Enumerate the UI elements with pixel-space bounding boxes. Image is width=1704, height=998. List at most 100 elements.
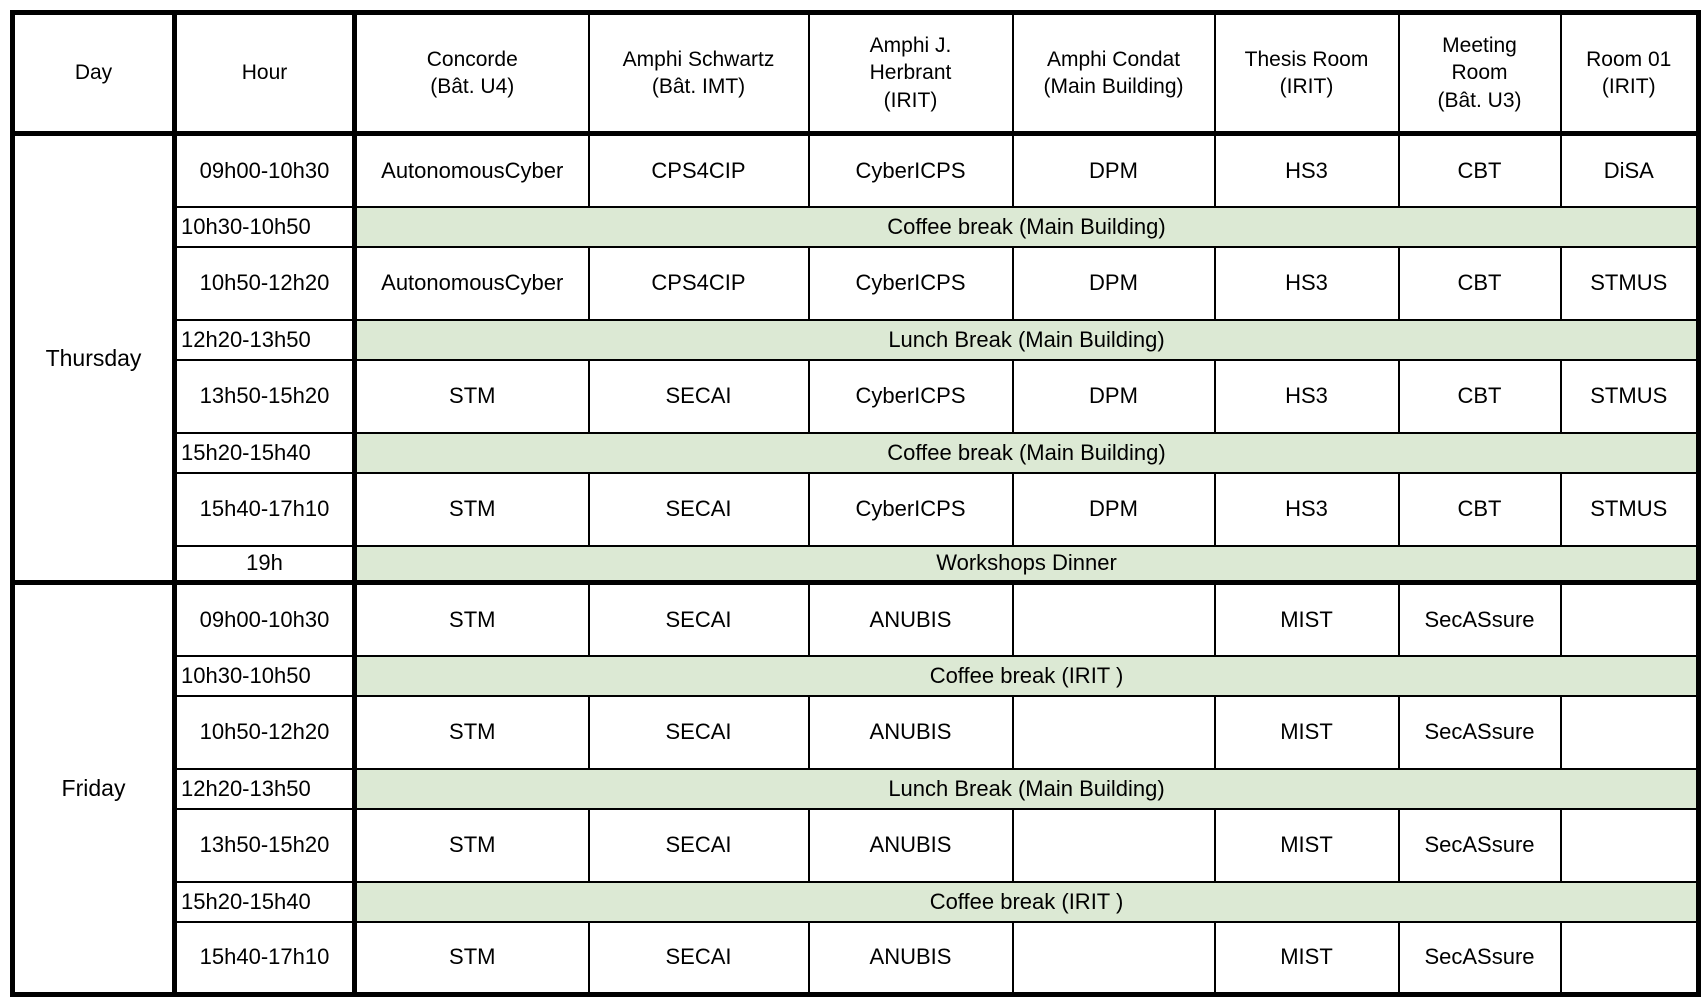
session-cell-amphi-schwartz: CPS4CIP	[587, 245, 810, 321]
session-cell-amphi-schwartz: CPS4CIP	[587, 132, 810, 208]
hour-cell: 15h20-15h40	[172, 431, 356, 474]
session-cell-amphi-herbrant: ANUBIS	[807, 920, 1014, 997]
session-cell-amphi-condat: DPM	[1011, 471, 1216, 547]
session-cell-amphi-condat: DPM	[1011, 358, 1216, 434]
break-cell: Workshops Dinner	[352, 544, 1700, 585]
session-cell-room-01	[1559, 807, 1700, 883]
session-cell-concorde: STM	[352, 581, 590, 657]
session-cell-room-01: STMUS	[1559, 245, 1700, 321]
break-cell: Coffee break (IRIT )	[352, 880, 1700, 923]
session-cell-amphi-herbrant: ANUBIS	[807, 694, 1014, 770]
column-header-amphi-schwartz: Amphi Schwartz (Bât. IMT)	[587, 11, 810, 136]
session-cell-room-01	[1559, 581, 1700, 657]
session-cell-meeting-room: SecASsure	[1397, 807, 1562, 883]
hour-cell: 10h30-10h50	[172, 654, 356, 697]
session-cell-amphi-condat	[1011, 920, 1216, 997]
hour-cell: 15h20-15h40	[172, 880, 356, 923]
session-cell-meeting-room: CBT	[1397, 471, 1562, 547]
session-cell-amphi-herbrant: ANUBIS	[807, 581, 1014, 657]
session-cell-amphi-schwartz: SECAI	[587, 358, 810, 434]
session-cell-concorde: STM	[352, 807, 590, 883]
session-cell-concorde: AutonomousCyber	[352, 245, 590, 321]
session-cell-amphi-schwartz: SECAI	[587, 581, 810, 657]
session-cell-amphi-schwartz: SECAI	[587, 471, 810, 547]
column-header-room-01: Room 01 (IRIT)	[1559, 11, 1700, 136]
session-cell-meeting-room: CBT	[1397, 245, 1562, 321]
session-cell-concorde: STM	[352, 358, 590, 434]
session-cell-room-01: STMUS	[1559, 471, 1700, 547]
hour-cell: 09h00-10h30	[172, 581, 356, 657]
hour-cell: 19h	[172, 544, 356, 585]
session-cell-amphi-condat	[1011, 581, 1216, 657]
session-cell-amphi-herbrant: CyberICPS	[807, 132, 1014, 208]
session-cell-amphi-schwartz: SECAI	[587, 920, 810, 997]
session-cell-amphi-schwartz: SECAI	[587, 807, 810, 883]
session-cell-thesis-room: HS3	[1213, 245, 1400, 321]
day-cell-friday: Friday	[11, 581, 176, 997]
session-cell-amphi-herbrant: CyberICPS	[807, 245, 1014, 321]
hour-cell: 10h50-12h20	[172, 694, 356, 770]
column-header-amphi-condat: Amphi Condat (Main Building)	[1011, 11, 1216, 136]
hour-cell: 10h50-12h20	[172, 245, 356, 321]
break-cell: Lunch Break (Main Building)	[352, 767, 1700, 810]
session-cell-meeting-room: SecASsure	[1397, 694, 1562, 770]
column-header-thesis-room: Thesis Room (IRIT)	[1213, 11, 1400, 136]
session-cell-meeting-room: SecASsure	[1397, 581, 1562, 657]
session-cell-concorde: STM	[352, 694, 590, 770]
session-cell-thesis-room: MIST	[1213, 807, 1400, 883]
hour-cell: 12h20-13h50	[172, 767, 356, 810]
session-cell-thesis-room: MIST	[1213, 920, 1400, 997]
column-header-meeting-room: Meeting Room (Bât. U3)	[1397, 11, 1562, 136]
session-cell-amphi-schwartz: SECAI	[587, 694, 810, 770]
session-cell-concorde: AutonomousCyber	[352, 132, 590, 208]
session-cell-amphi-herbrant: ANUBIS	[807, 807, 1014, 883]
hour-cell: 15h40-17h10	[172, 471, 356, 547]
column-header-concorde: Concorde (Bât. U4)	[352, 11, 590, 136]
session-cell-room-01	[1559, 920, 1700, 997]
column-header-amphi-herbrant: Amphi J. Herbrant (IRIT)	[807, 11, 1014, 136]
session-cell-thesis-room: MIST	[1213, 581, 1400, 657]
session-cell-room-01: DiSA	[1559, 132, 1700, 208]
hour-cell: 15h40-17h10	[172, 920, 356, 997]
column-header-hour: Hour	[172, 11, 356, 136]
session-cell-thesis-room: HS3	[1213, 358, 1400, 434]
column-header-day: Day	[11, 11, 176, 136]
session-cell-amphi-condat	[1011, 694, 1216, 770]
session-cell-concorde: STM	[352, 920, 590, 997]
session-cell-thesis-room: HS3	[1213, 132, 1400, 208]
hour-cell: 10h30-10h50	[172, 205, 356, 248]
day-cell-thursday: Thursday	[11, 132, 176, 585]
hour-cell: 13h50-15h20	[172, 358, 356, 434]
session-cell-meeting-room: CBT	[1397, 132, 1562, 208]
session-cell-thesis-room: MIST	[1213, 694, 1400, 770]
hour-cell: 12h20-13h50	[172, 318, 356, 361]
break-cell: Coffee break (Main Building)	[352, 431, 1700, 474]
session-cell-meeting-room: CBT	[1397, 358, 1562, 434]
session-cell-room-01: STMUS	[1559, 358, 1700, 434]
hour-cell: 13h50-15h20	[172, 807, 356, 883]
break-cell: Coffee break (IRIT )	[352, 654, 1700, 697]
session-cell-amphi-herbrant: CyberICPS	[807, 358, 1014, 434]
session-cell-concorde: STM	[352, 471, 590, 547]
session-cell-amphi-herbrant: CyberICPS	[807, 471, 1014, 547]
session-cell-amphi-condat: DPM	[1011, 245, 1216, 321]
session-cell-meeting-room: SecASsure	[1397, 920, 1562, 997]
